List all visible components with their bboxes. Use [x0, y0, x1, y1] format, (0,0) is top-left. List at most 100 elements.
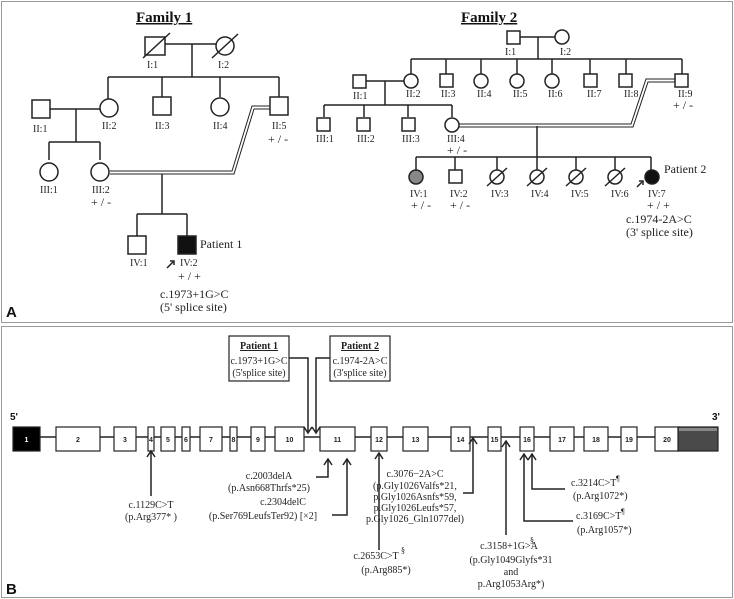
label-f2-III4: III:4 — [447, 134, 465, 145]
variant-line: p.Gly1026_Gln1077del) — [366, 514, 464, 525]
pedigree-f2-III1 — [316, 117, 331, 132]
label-f2-III2: III:2 — [357, 134, 375, 145]
exon-20 — [654, 426, 680, 452]
variant-arrow-icon — [332, 460, 348, 516]
exon-label: 18 — [592, 437, 600, 444]
variant-line: (p.Arg377* ) — [125, 512, 177, 523]
variant-c3158: c.3158+1G>A § (p.Gly1049Glyfs*31 and p.A… — [469, 536, 552, 590]
variant-line: p.Arg1053Arg*) — [478, 579, 545, 590]
variant-line: (p.Gly1049Glyfs*31 — [469, 555, 552, 566]
variant-arrow-icon — [523, 455, 573, 522]
label-f2-II9: II:9 — [678, 89, 692, 100]
pedigree-f1-II2 — [99, 98, 119, 118]
exon-label: 12 — [375, 437, 383, 444]
exon-18 — [583, 426, 609, 452]
variant-arrow-icon — [316, 460, 329, 478]
family-1-labels: I:1 I:2 II:1 II:2 II:3 II:4 II:5 + / - I… — [33, 60, 288, 314]
variant-line: c.1129C>T — [129, 500, 174, 511]
label-f2-III3: III:3 — [402, 134, 420, 145]
label-f1-IV1: IV:1 — [130, 258, 148, 269]
pedigree-f2-IV2 — [448, 169, 463, 184]
pedigree-f2-I1 — [506, 30, 521, 45]
family-1-mutation-note: (5' splice site) — [160, 300, 227, 314]
pedigree-f2-I2 — [554, 29, 570, 45]
label-f2-II7: II:7 — [587, 89, 601, 100]
five-prime-label: 5' — [10, 412, 18, 423]
variant-line: p.Gly1026Asnfs*59, — [373, 492, 456, 503]
family-2-mutation-note: (3' splice site) — [626, 225, 693, 239]
variant-c2304: c.2304delC (p.Ser769LeufsTer92) [×2] — [209, 497, 317, 522]
variant-annotations: c.1129C>T (p.Arg377* ) c.2003delA (p.Asn… — [125, 469, 632, 590]
pedigree-f2-IV7-affected — [644, 169, 660, 185]
pedigree-f1-IV2-affected — [177, 235, 197, 255]
label-f2-I2: I:2 — [560, 47, 571, 58]
exon-6 — [181, 426, 191, 452]
patient-1-box-mutation: c.1973+1G>C — [230, 356, 287, 367]
patient-2-label: Patient 2 — [664, 162, 706, 176]
family-1-pedigree: Family 1 — [31, 10, 289, 269]
variant-footnote-mark: § — [530, 536, 534, 545]
genotype-f2-IV7: + / + — [647, 198, 670, 212]
genotype-f1-II5: + / - — [268, 132, 288, 146]
exon-label: 19 — [625, 437, 633, 444]
label-f2-IV6: IV:6 — [611, 189, 629, 200]
genotype-f1-III2: + / - — [91, 195, 111, 209]
exon-label: 7 — [209, 437, 213, 444]
label-f1-III2: III:2 — [92, 185, 110, 196]
exon-label: 13 — [412, 437, 420, 444]
variant-footnote-mark: § — [401, 546, 405, 555]
variant-arrows — [146, 436, 573, 550]
variant-line: c.3076−2A>C — [386, 469, 443, 480]
deceased-mark-icon — [526, 167, 548, 187]
exon-9 — [250, 426, 266, 452]
pedigree-f2-III4 — [444, 117, 460, 133]
family-1-title: Family 1 — [136, 10, 192, 26]
pedigree-f2-III3 — [401, 117, 416, 132]
label-f1-I2: I:2 — [218, 60, 229, 71]
label-f2-II2: II:2 — [406, 89, 420, 100]
genotype-f2-II9: + / - — [673, 98, 693, 112]
variant-footnote-mark: ¶ — [616, 474, 620, 483]
exon-5 — [160, 426, 176, 452]
label-f1-II3: II:3 — [155, 121, 169, 132]
pedigree-f2-II2 — [403, 73, 419, 89]
variant-line: c.3158+1G>A — [480, 541, 538, 552]
label-f2-I1: I:1 — [505, 47, 516, 58]
exon-1 — [12, 426, 41, 452]
proband-arrow-icon — [636, 181, 643, 188]
variant-line: c.3169C>T — [576, 511, 621, 522]
label-f2-II8: II:8 — [624, 89, 638, 100]
exon-label: 5 — [166, 437, 170, 444]
exon-13 — [402, 426, 429, 452]
pedigree-f1-II4 — [210, 97, 230, 117]
patient-arrows — [289, 357, 330, 435]
panel-a-pedigrees — [1, 1, 733, 323]
label-f2-IV1: IV:1 — [410, 189, 428, 200]
exon-label: 15 — [491, 437, 499, 444]
three-prime-label: 3' — [712, 412, 720, 423]
patient-1-box-note: (5'splice site) — [232, 368, 285, 379]
deceased-mark-icon — [565, 167, 587, 187]
patient-2-arrow-icon — [315, 357, 330, 432]
deceased-mark-icon — [142, 32, 171, 59]
exon-12 — [370, 426, 388, 452]
pedigree-f1-IV1 — [127, 235, 147, 255]
variant-line: (p.Asn668Thrfs*25) — [228, 483, 310, 494]
exon-15 — [487, 426, 502, 452]
patient-1-label: Patient 1 — [200, 237, 242, 251]
exon-3 — [113, 426, 137, 452]
exon-16 — [519, 426, 535, 452]
pedigree-f2-II9 — [674, 73, 689, 88]
exon-label: 16 — [523, 437, 531, 444]
deceased-mark-icon — [486, 167, 508, 187]
variant-c3076: c.3076−2A>C (p.Gly1026Valfs*21, p.Gly102… — [366, 469, 464, 525]
patient-2-box-note: (3'splice site) — [333, 368, 386, 379]
variant-line: (p.Arg1072*) — [573, 491, 628, 502]
pedigree-f1-II1 — [31, 99, 51, 119]
label-f2-IV5: IV:5 — [571, 189, 589, 200]
pedigree-f2-II5 — [509, 73, 525, 89]
genotype-f2-III4: + / - — [447, 143, 467, 157]
